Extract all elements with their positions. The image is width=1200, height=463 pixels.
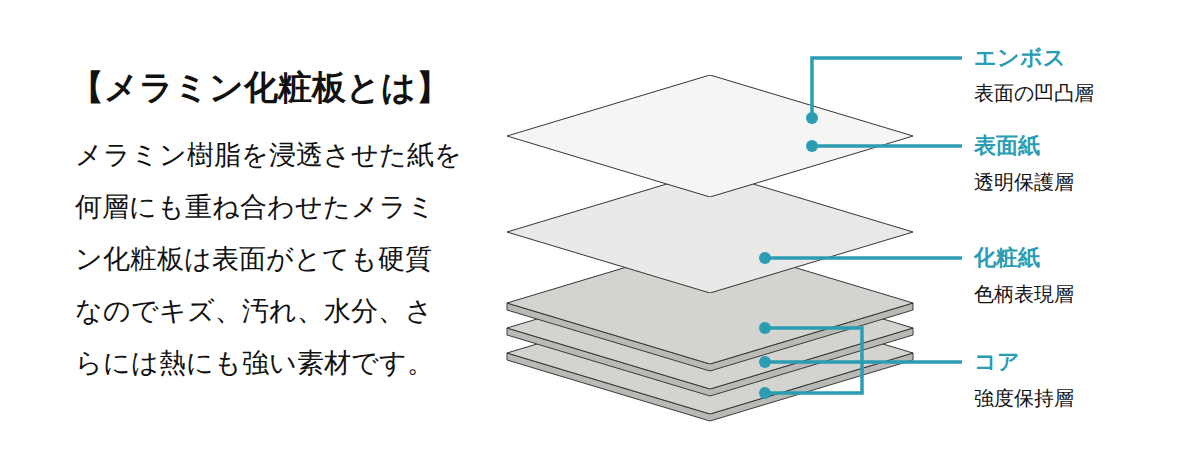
heading: 【メラミン化粧板とは】 [70, 67, 450, 108]
body-text: なのでキズ、汚れ、水分、さ [75, 295, 433, 327]
body-text: メラミン樹脂を浸透させた紙を [75, 139, 462, 171]
body-text: 何層にも重ね合わせたメラミ [75, 191, 435, 223]
layer-name: 表面紙 [974, 133, 1040, 159]
layer-role: 強度保持層 [974, 386, 1074, 410]
leader-lines [765, 58, 962, 393]
body-text: ン化粧板は表面がとても硬質 [75, 243, 432, 275]
layer-name: エンボス [974, 45, 1066, 71]
layer-name: 化粧紙 [974, 245, 1040, 271]
layer-role: 透明保護層 [974, 170, 1074, 194]
layer-role: 表面の凹凸層 [974, 81, 1094, 105]
body-text: らには熱にも強い素材です。 [75, 347, 434, 379]
layer-role: 色柄表現層 [974, 282, 1074, 306]
layer-name: コア [974, 349, 1020, 375]
leader-dots [759, 112, 818, 399]
overlay-paper-sheet [507, 75, 913, 197]
